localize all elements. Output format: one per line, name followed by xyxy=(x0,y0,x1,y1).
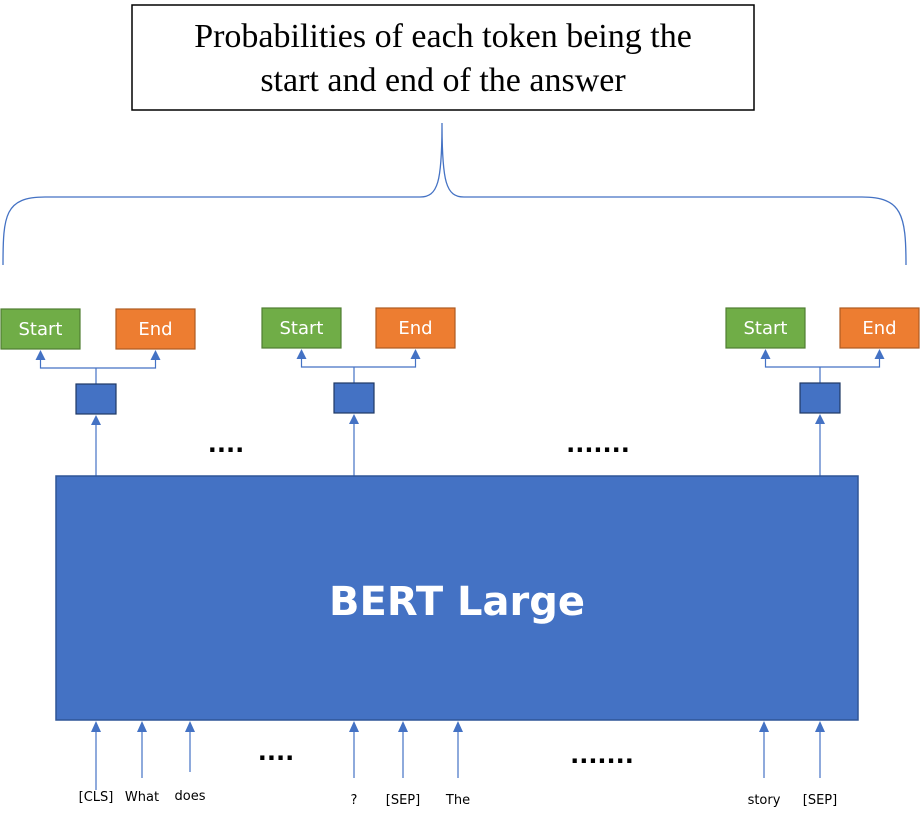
title-box: Probabilities of each token being the st… xyxy=(131,4,755,111)
arrow-to-end xyxy=(150,350,161,360)
input-token: story xyxy=(748,721,781,808)
bert-large-block: BERT Large xyxy=(55,475,859,721)
output-group-1: Start End xyxy=(0,308,196,476)
arrow-to-start xyxy=(296,349,307,359)
head-connector-bar xyxy=(764,351,881,368)
input-token: [SEP] xyxy=(386,721,420,808)
start-head-label: Start xyxy=(19,319,63,340)
arrow-to-start xyxy=(760,349,771,359)
input-token-label: [SEP] xyxy=(803,793,837,808)
title-line-2: start and end of the answer xyxy=(260,62,626,99)
arrow-to-start xyxy=(35,350,46,360)
bert-to-vector-arrowhead xyxy=(349,414,359,424)
bert-to-vector-arrowhead xyxy=(815,414,825,424)
token-vector xyxy=(75,383,117,415)
input-token-label: story xyxy=(748,793,781,808)
token-arrowhead xyxy=(759,721,769,732)
end-head-label: End xyxy=(862,318,896,339)
end-head: End xyxy=(115,308,196,350)
ellipsis-output-right: ....... xyxy=(566,430,630,458)
input-token: [SEP] xyxy=(803,721,837,808)
input-token-label: ? xyxy=(351,793,358,808)
token-arrowhead xyxy=(137,721,147,732)
ellipsis-input-right: ....... xyxy=(570,741,634,769)
input-token-label: does xyxy=(175,789,206,804)
token-arrowhead xyxy=(815,721,825,732)
end-head-label: End xyxy=(138,319,172,340)
curly-brace xyxy=(2,122,907,266)
token-vector xyxy=(799,382,841,414)
input-token-label: What xyxy=(125,790,159,805)
bert-large-rect xyxy=(55,475,859,721)
start-head: Start xyxy=(725,307,806,349)
input-tokens: [CLS] What does? [SEP] The story [SEP] xyxy=(79,721,837,808)
title-box-border xyxy=(131,4,755,111)
input-token-label: [CLS] xyxy=(79,790,114,805)
bert-to-vector-arrowhead xyxy=(91,415,101,425)
start-head: Start xyxy=(0,308,81,350)
token-arrowhead xyxy=(349,721,359,732)
title-line-1: Probabilities of each token being the xyxy=(194,18,692,55)
start-head-label: Start xyxy=(280,318,324,339)
token-vector xyxy=(333,382,375,414)
end-head: End xyxy=(375,307,456,349)
head-connector-bar xyxy=(39,352,157,369)
input-token-label: The xyxy=(445,793,470,808)
start-head: Start xyxy=(261,307,342,349)
input-token: The xyxy=(445,721,470,808)
input-token: What xyxy=(125,721,159,805)
start-head-label: Start xyxy=(744,318,788,339)
ellipsis-output-left: .... xyxy=(208,430,244,458)
head-connector-bar xyxy=(300,351,417,368)
ellipsis-input-left: .... xyxy=(258,738,294,766)
input-token: [CLS] xyxy=(79,721,114,805)
token-arrowhead xyxy=(453,721,463,732)
token-arrowhead xyxy=(398,721,408,732)
output-group-2: Start End xyxy=(261,307,456,476)
output-group-3: Start End xyxy=(725,307,920,476)
arrow-to-end xyxy=(410,349,421,359)
end-head-label: End xyxy=(398,318,432,339)
output-heads: Start End Start End Start End xyxy=(0,307,920,476)
input-token-label: [SEP] xyxy=(386,793,420,808)
bert-large-label: BERT Large xyxy=(329,579,585,625)
arrow-to-end xyxy=(874,349,885,359)
token-arrowhead xyxy=(91,721,101,732)
input-token: ? xyxy=(349,721,359,808)
end-head: End xyxy=(839,307,920,349)
input-token: does xyxy=(175,721,206,804)
token-arrowhead xyxy=(185,721,195,732)
